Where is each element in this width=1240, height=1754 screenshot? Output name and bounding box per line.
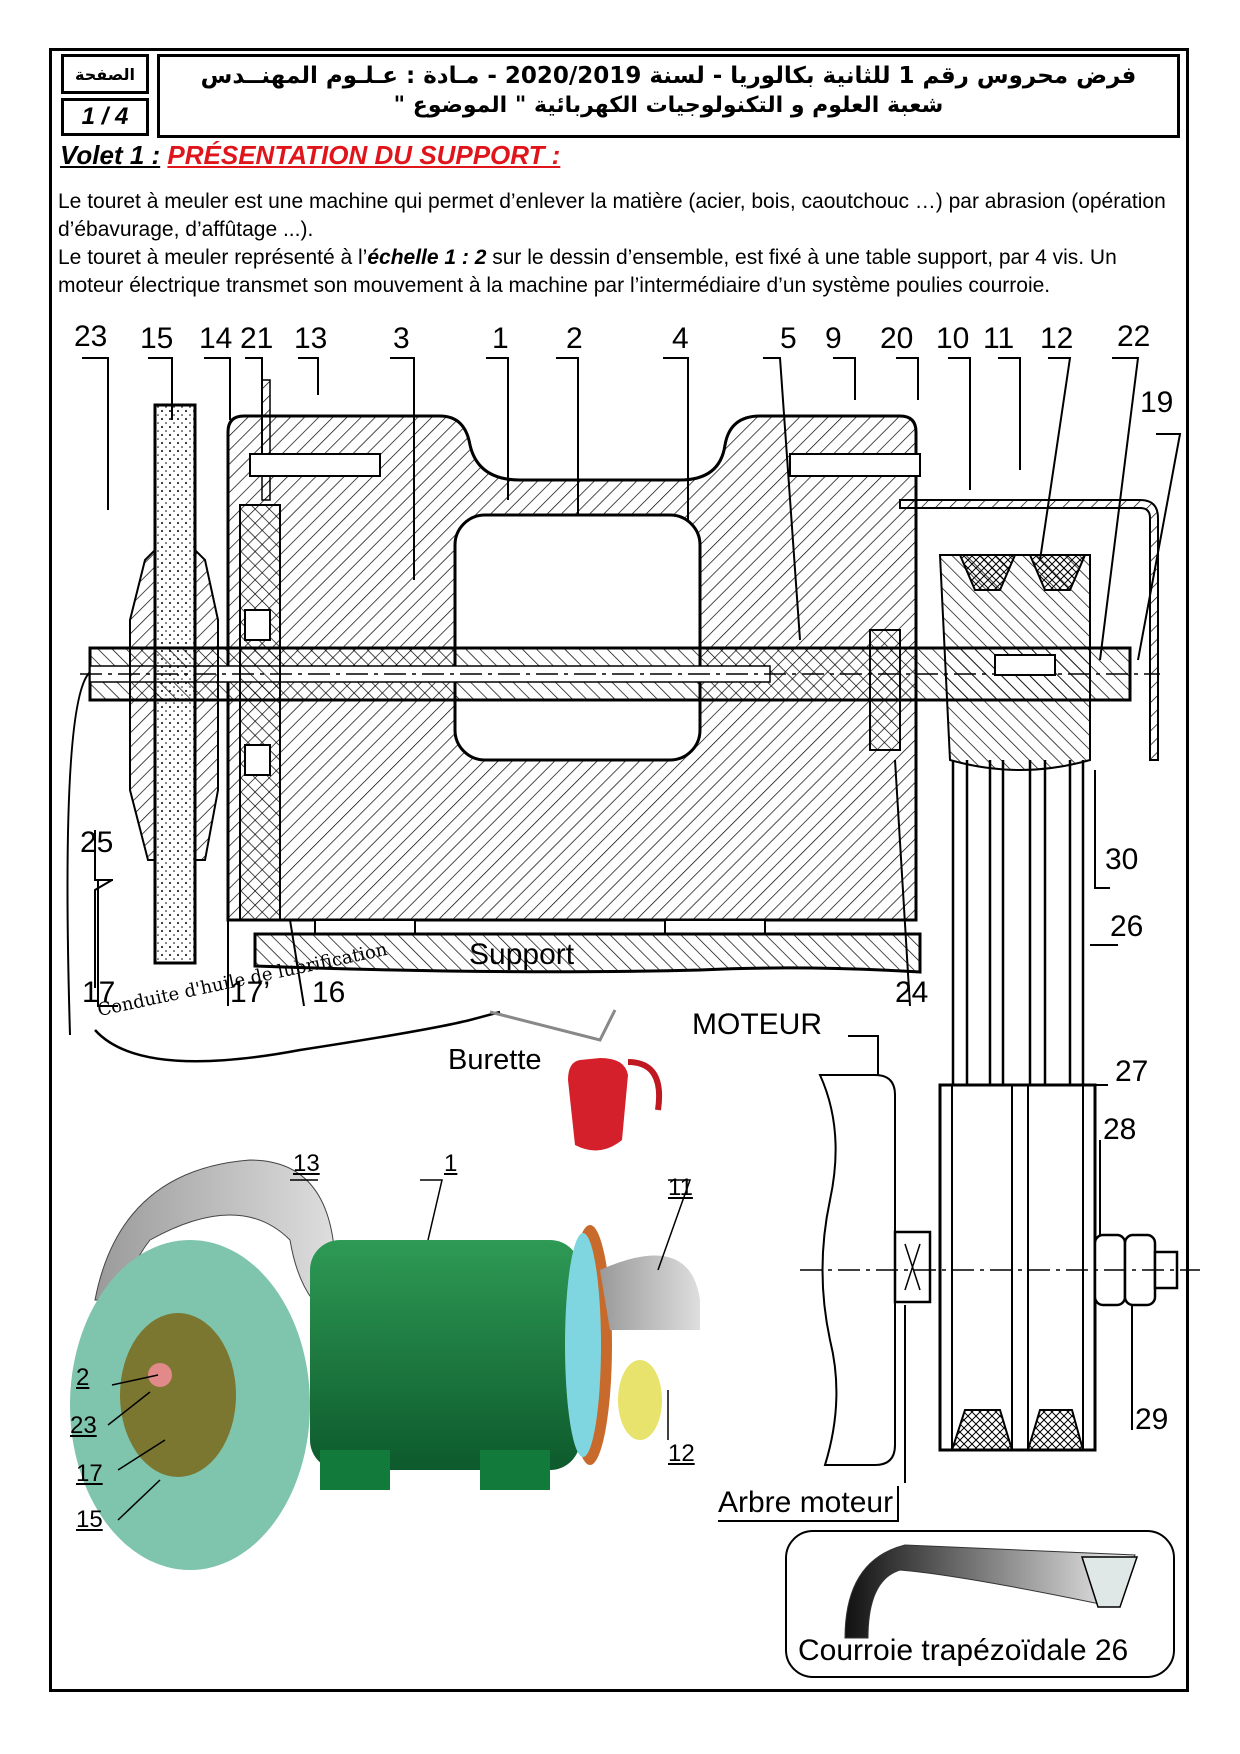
callout-25: 25 — [80, 826, 114, 859]
view3d-callout-11: 11 — [668, 1174, 693, 1201]
belt-label: Courroie trapézoïdale 26 — [798, 1634, 1129, 1667]
bearing-24 — [869, 629, 901, 751]
callout-17-prime: 17’ — [230, 976, 271, 1009]
side-leaders — [66, 671, 1133, 1483]
view3d-callout-12: 12 — [668, 1440, 695, 1467]
callout-16: 16 — [312, 976, 346, 1009]
intro-text-span: sur le dessin d’ensemble, est fixé à une… — [58, 246, 1117, 297]
foot-left — [314, 919, 416, 935]
page-label: الصفحة — [61, 54, 149, 94]
page-frame — [49, 48, 1189, 1692]
view3d-callout-1: 1 — [444, 1150, 458, 1177]
exam-title-line1: فرض محروس رقم 1 للثانية بكالوريا - لسنة … — [200, 63, 1137, 89]
oil-can-label: Burette — [448, 1044, 542, 1076]
belt-callout-box — [785, 1530, 1175, 1678]
cover-14 — [239, 504, 281, 921]
page-number: 1 / 4 — [61, 98, 149, 136]
callout-23: 23 — [74, 320, 108, 353]
exam-title-line2: شعبة العلوم و التكنولوجيات الكهربائية " … — [393, 93, 944, 118]
callout-30: 30 — [1105, 843, 1139, 876]
key-12 — [994, 654, 1056, 676]
section-prefix: Volet 1 : — [60, 140, 161, 170]
motor-shaft-flat-icon — [904, 1243, 921, 1291]
belt-image — [844, 1544, 1139, 1639]
callout-10: 10 — [936, 322, 970, 355]
section-heading: Volet 1 : PRÉSENTATION DU SUPPORT : — [60, 140, 560, 171]
callout-28: 28 — [1103, 1113, 1137, 1146]
view3d-callout-17: 17 — [76, 1460, 103, 1487]
callout-14: 14 — [199, 322, 233, 355]
intro-paragraph-2: Le touret à meuler représenté à l’échell… — [58, 244, 1178, 300]
motor-shaft-label: Arbre moteur — [718, 1486, 900, 1522]
support-table — [253, 932, 922, 974]
callout-12: 12 — [1040, 322, 1074, 355]
scale-emphasis: échelle 1 : 2 — [367, 246, 487, 269]
grinder-3d-view — [70, 1159, 700, 1570]
motor-label: MOTEUR — [692, 1008, 822, 1041]
screw-top-right — [789, 453, 921, 477]
callout-19: 19 — [1140, 386, 1174, 419]
guard-13 — [261, 379, 271, 501]
callout-27: 27 — [1115, 1055, 1149, 1088]
guard-cover-11 — [899, 499, 1159, 761]
bearing-21-bottom — [244, 744, 271, 776]
callout-4: 4 — [672, 322, 689, 355]
callout-15: 15 — [140, 322, 174, 355]
support-label: Support — [469, 938, 575, 971]
callout-11: 11 — [983, 322, 1015, 355]
casing-cavity — [453, 513, 702, 762]
motor-pulley-27 — [938, 1083, 1097, 1452]
callout-9: 9 — [825, 322, 842, 355]
foot-right — [664, 919, 766, 935]
callout-24: 24 — [895, 976, 929, 1009]
view3d-callout-23: 23 — [70, 1412, 97, 1439]
oil-can-image — [489, 1009, 663, 1151]
callout-21: 21 — [240, 322, 274, 355]
exam-title-box: فرض محروس رقم 1 للثانية بكالوريا - لسنة … — [157, 54, 1180, 138]
flange-17 — [129, 547, 156, 861]
intro-text: Le touret à meuler est une machine qui p… — [58, 188, 1178, 300]
callout-1: 1 — [492, 322, 509, 355]
view3d-callout-15: 15 — [76, 1506, 103, 1533]
flange-17-prime — [194, 547, 219, 861]
callout-20: 20 — [880, 322, 914, 355]
bearing-21-top — [244, 609, 271, 641]
grinding-wheel-15 — [153, 403, 197, 965]
section-title: PRÉSENTATION DU SUPPORT : — [167, 140, 561, 170]
callout-22: 22 — [1117, 320, 1151, 353]
callout-5: 5 — [780, 322, 797, 355]
belt-section — [958, 554, 1087, 591]
callout-17: 17 — [82, 976, 116, 1009]
callout-26: 26 — [1110, 910, 1144, 943]
intro-paragraph-1: Le touret à meuler est une machine qui p… — [58, 190, 1166, 241]
screw-top-left — [249, 453, 381, 477]
callout-13: 13 — [294, 322, 328, 355]
intro-text-span: Le touret à meuler représenté à l’ — [58, 246, 368, 269]
belt-26 — [951, 760, 1085, 1085]
view3d-callout-13: 13 — [293, 1150, 320, 1177]
callout-3: 3 — [393, 322, 410, 355]
view3d-callout-2: 2 — [76, 1364, 90, 1391]
callout-2: 2 — [566, 322, 583, 355]
callout-29: 29 — [1135, 1403, 1169, 1436]
